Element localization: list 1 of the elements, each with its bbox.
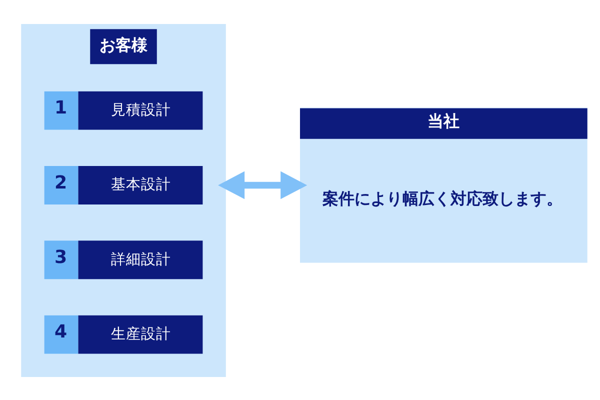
arrow <box>218 170 308 199</box>
